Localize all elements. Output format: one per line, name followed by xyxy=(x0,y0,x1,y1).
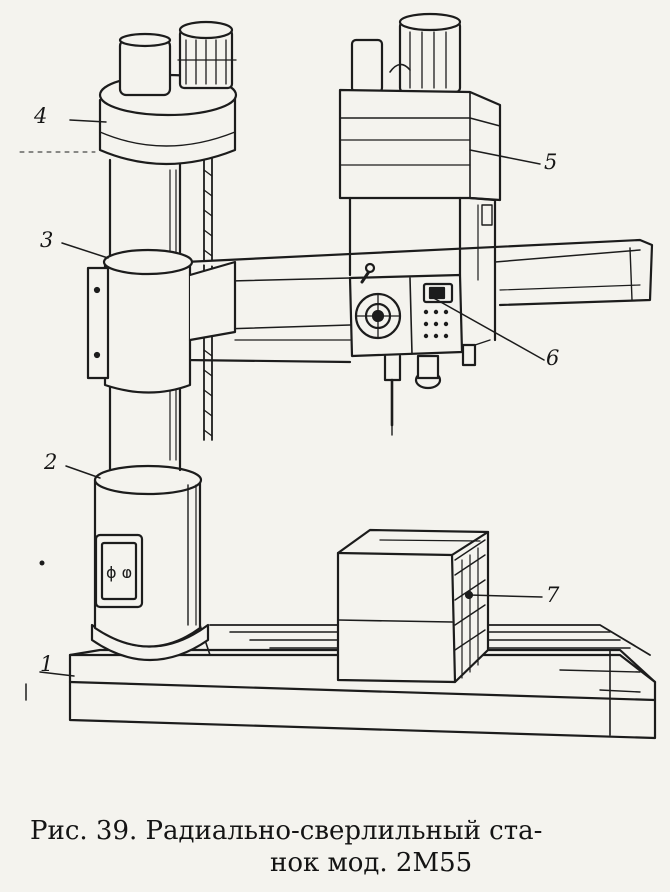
column-top-housing xyxy=(98,20,238,166)
callout-5: 5 xyxy=(544,150,558,174)
callout-7: 7 xyxy=(546,583,560,607)
leader-7 xyxy=(468,594,543,598)
leader-lines xyxy=(19,119,545,677)
callout-6: 6 xyxy=(546,346,560,370)
leader-5 xyxy=(469,149,541,165)
callout-4: 4 xyxy=(34,104,48,128)
leader-4 xyxy=(69,119,107,123)
base-plate xyxy=(68,624,657,740)
drill-head xyxy=(338,12,502,342)
caption-line-2: нок мод. 2М55 xyxy=(270,848,473,878)
arm-sleeve xyxy=(86,248,237,394)
callout-2: 2 xyxy=(44,450,58,474)
work-table xyxy=(336,528,490,684)
leader-1 xyxy=(39,671,75,677)
caption-line-1: Рис. 39. Радиально-сверлильный ста- xyxy=(30,816,543,846)
control-panel xyxy=(348,262,491,436)
leader-3 xyxy=(61,242,109,259)
callout-3: 3 xyxy=(40,228,54,252)
callout-1: 1 xyxy=(40,652,54,676)
leader-6 xyxy=(429,295,545,361)
control-box-symbols: ϕ ⱷ xyxy=(106,563,132,582)
column-control-box: ϕ ⱷ xyxy=(94,533,144,609)
leader-2 xyxy=(65,465,101,479)
